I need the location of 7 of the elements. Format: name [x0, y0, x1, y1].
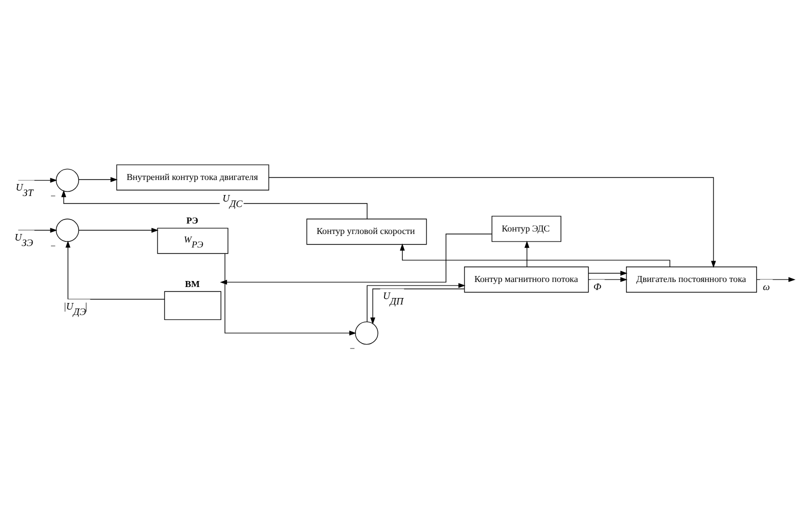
node-label: − [50, 240, 56, 251]
edge-label: ω [762, 282, 770, 293]
node-label: РЭ [186, 216, 198, 226]
node-label: − [50, 190, 56, 201]
node-label: ВМ [185, 278, 200, 289]
node-label: − [350, 344, 355, 354]
edge-label: Ф [593, 282, 602, 293]
